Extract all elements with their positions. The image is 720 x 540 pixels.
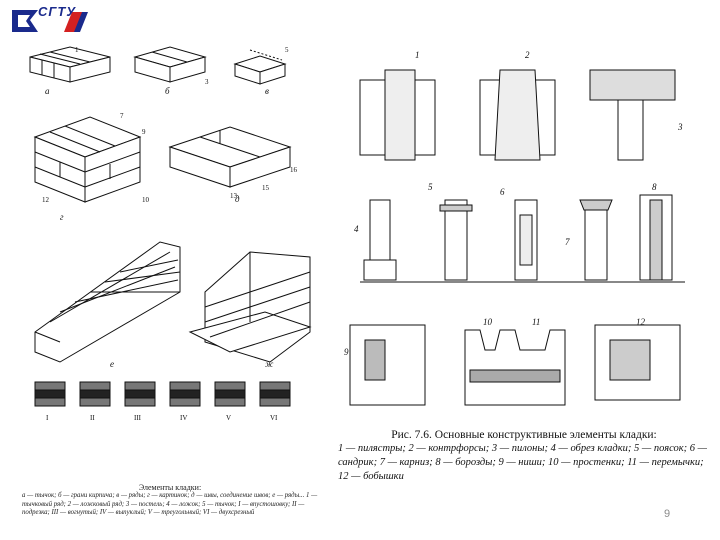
label-v: в [265, 86, 269, 96]
masonry-elements-figure: а б в г д е ж I II III IV V VI 1 3 5 7 9… [20, 42, 320, 522]
joint-type-2: II [90, 414, 95, 422]
figure-zh [188, 251, 312, 363]
left-number-13: 13 [230, 192, 238, 200]
left-number-10: 10 [142, 196, 150, 204]
joint-types-row [34, 381, 291, 407]
right-number-8: 8 [652, 182, 657, 192]
right-number-3: 3 [677, 122, 683, 132]
left-figure-caption: Элементы кладки: а — тычок; б — грани ки… [22, 483, 318, 518]
joint-type-3: III [134, 414, 142, 422]
logo-mark-icon [12, 10, 88, 32]
caption-title: Рис. 7.6. Основные конструктивные элемен… [391, 429, 657, 441]
joint-type-1: I [46, 414, 49, 422]
figure-e [34, 241, 181, 363]
figure-d [168, 126, 292, 188]
label-zh: ж [265, 359, 274, 369]
left-number-16: 16 [290, 166, 298, 174]
right-number-4: 4 [354, 224, 359, 234]
right-number-9: 9 [344, 347, 349, 357]
left-number-12: 12 [42, 196, 50, 204]
left-number-15: 15 [262, 184, 270, 192]
right-number-7: 7 [565, 237, 570, 247]
left-number-1: 1 [75, 46, 79, 54]
right-number-5: 5 [428, 182, 433, 192]
left-number-5: 5 [285, 46, 289, 54]
figure-a [29, 46, 111, 83]
figure-caption: Рис. 7.6. Основные конструктивные элемен… [338, 428, 710, 484]
logo [8, 6, 90, 36]
label-d: д [235, 194, 240, 204]
figure-g [33, 116, 142, 203]
figure-v [233, 49, 287, 85]
left-caption-body: а — тычок; б — грани кирпича; в — ряды; … [22, 492, 318, 517]
structural-elements-figure: 1 2 3 4 5 6 7 8 9 10 11 12 [340, 40, 712, 420]
caption-body: 1 — пилястры; 2 — контрфорсы; 3 — пилоны… [338, 443, 707, 482]
right-number-11: 11 [532, 317, 540, 327]
right-number-10: 10 [483, 317, 493, 327]
left-number-9: 9 [142, 128, 146, 136]
page-number: 9 [664, 508, 671, 520]
joint-type-4: IV [180, 414, 187, 422]
label-a: а [45, 86, 50, 96]
figure-b [133, 46, 207, 83]
left-caption-title: Элементы кладки: [138, 483, 202, 492]
left-number-3: 3 [205, 78, 209, 86]
label-g: г [60, 212, 64, 222]
label-e: е [110, 359, 114, 369]
right-number-2: 2 [525, 50, 530, 60]
logo-text: СГТУ [38, 4, 77, 19]
right-number-12: 12 [636, 317, 646, 327]
joint-type-5: V [226, 414, 231, 422]
right-number-6: 6 [500, 187, 505, 197]
left-number-7: 7 [120, 112, 124, 120]
label-b: б [165, 86, 170, 96]
right-number-1: 1 [415, 50, 420, 60]
joint-type-6: VI [270, 414, 278, 422]
